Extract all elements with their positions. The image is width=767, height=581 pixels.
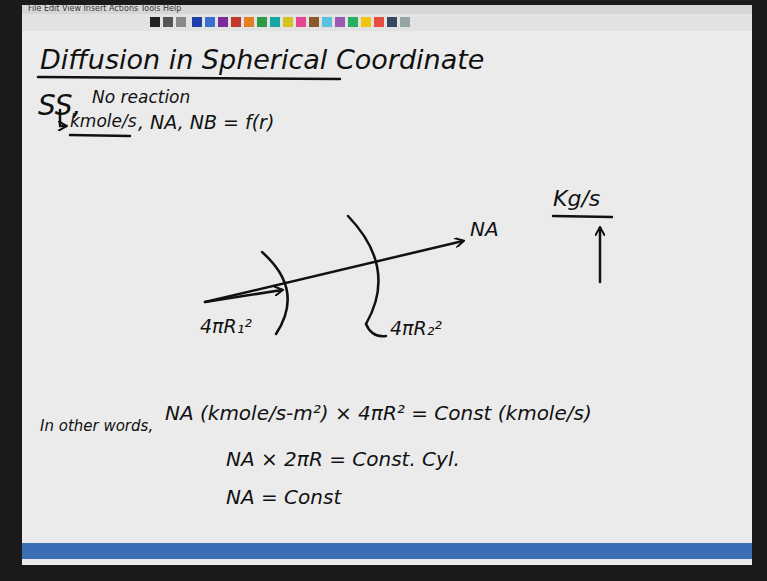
leader-line xyxy=(366,324,386,336)
note-text: , NA, NB = f(r) xyxy=(138,112,274,134)
unit-label: Kg/s xyxy=(553,186,600,211)
note-text: No reaction xyxy=(92,88,190,108)
ink-strokes xyxy=(38,77,612,336)
menu-text: File Edit View Insert Actions Tools Help xyxy=(28,4,181,13)
unit-label: kmole/s xyxy=(70,112,137,132)
note-page xyxy=(22,5,752,565)
toolbar xyxy=(22,14,752,31)
up-arrow xyxy=(599,228,602,282)
outer-sphere-arc xyxy=(348,216,378,324)
title-underline xyxy=(38,77,340,79)
area-label: 4πR₁² xyxy=(200,316,252,338)
flux-arrow xyxy=(205,241,463,302)
unit-underline xyxy=(553,216,612,217)
toolbar-swatches xyxy=(150,17,410,27)
unit-underline xyxy=(70,135,130,136)
heading: Diffusion in Spherical Coordinate xyxy=(40,44,484,75)
equation: NA (kmole/s-m²) × 4πR² = Const (kmole/s) xyxy=(165,402,592,425)
menu-bar xyxy=(22,5,752,14)
flux-label: NA xyxy=(470,218,499,241)
equation: NA × 2πR = Const. Cyl. xyxy=(226,448,460,471)
note-text: In other words, xyxy=(40,418,153,435)
area-label: 4πR₂² xyxy=(390,318,442,340)
status-bar xyxy=(22,543,752,559)
radius-arrow xyxy=(205,290,282,302)
equation: NA = Const xyxy=(226,486,341,509)
